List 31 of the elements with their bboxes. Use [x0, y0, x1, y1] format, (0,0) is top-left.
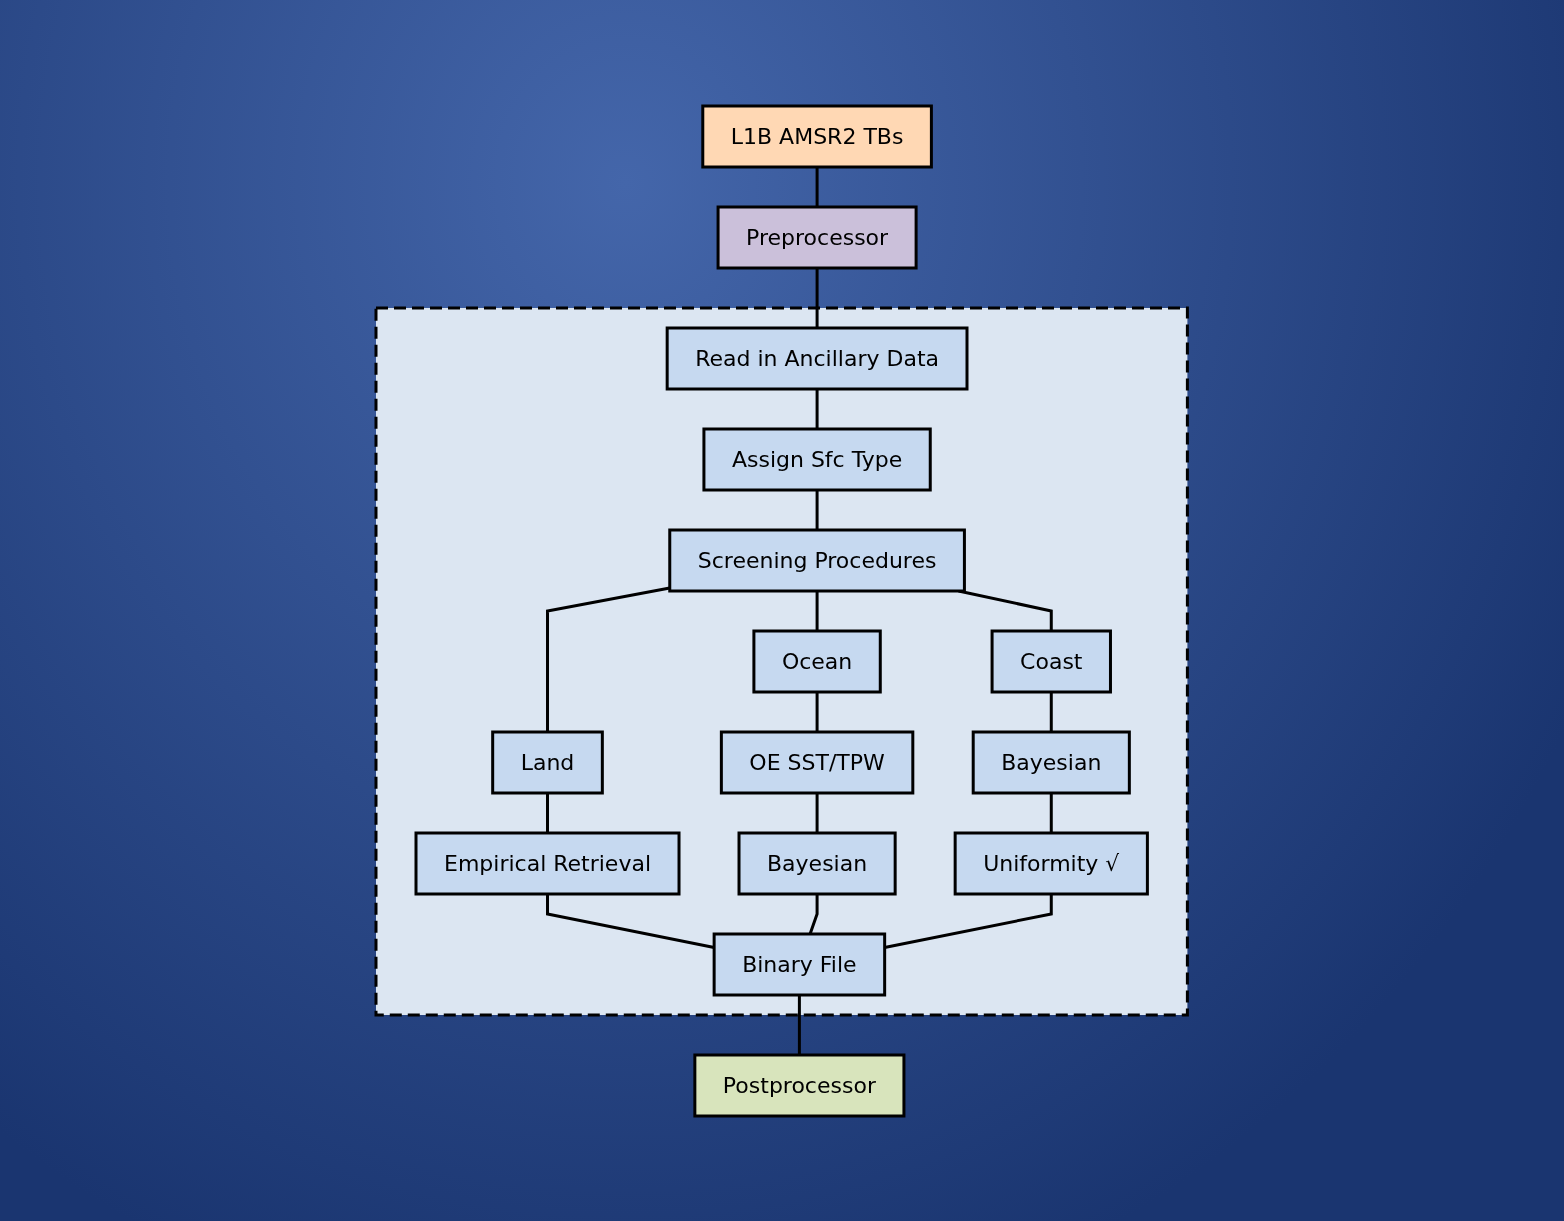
- node-box: Binary File: [712, 932, 887, 996]
- connector: [546, 893, 715, 949]
- node-box: Bayesian: [737, 831, 897, 895]
- node-box: Coast: [990, 629, 1113, 693]
- connector: [815, 489, 819, 530]
- node-box: Preprocessor: [716, 205, 918, 269]
- cluster: [374, 306, 1190, 1016]
- node-box: Read in Ancillary Data: [665, 326, 969, 390]
- connector: [815, 691, 819, 732]
- node-box: Screening Procedures: [668, 528, 967, 592]
- node-box: Empirical Retrieval: [414, 831, 681, 895]
- node-box: Uniformity √: [953, 831, 1150, 895]
- node-box: Land: [491, 730, 605, 794]
- connector: [808, 893, 819, 934]
- connector: [1050, 792, 1054, 833]
- connector: [815, 388, 819, 429]
- connector: [1050, 691, 1054, 732]
- node-box: Postprocessor: [693, 1053, 906, 1117]
- connector: [546, 792, 550, 833]
- node-box: Ocean: [752, 629, 883, 693]
- connector: [815, 267, 819, 328]
- connector: [815, 792, 819, 833]
- connector: [815, 166, 819, 207]
- node-box: Assign Sfc Type: [702, 427, 933, 491]
- connector: [798, 994, 802, 1055]
- connector: [546, 586, 671, 732]
- connector: [815, 590, 819, 631]
- node-box: Bayesian: [972, 730, 1132, 794]
- node-box: L1B AMSR2 TBs: [701, 104, 934, 168]
- node-box: OE SST/TPW: [720, 730, 915, 794]
- connector: [884, 893, 1054, 949]
